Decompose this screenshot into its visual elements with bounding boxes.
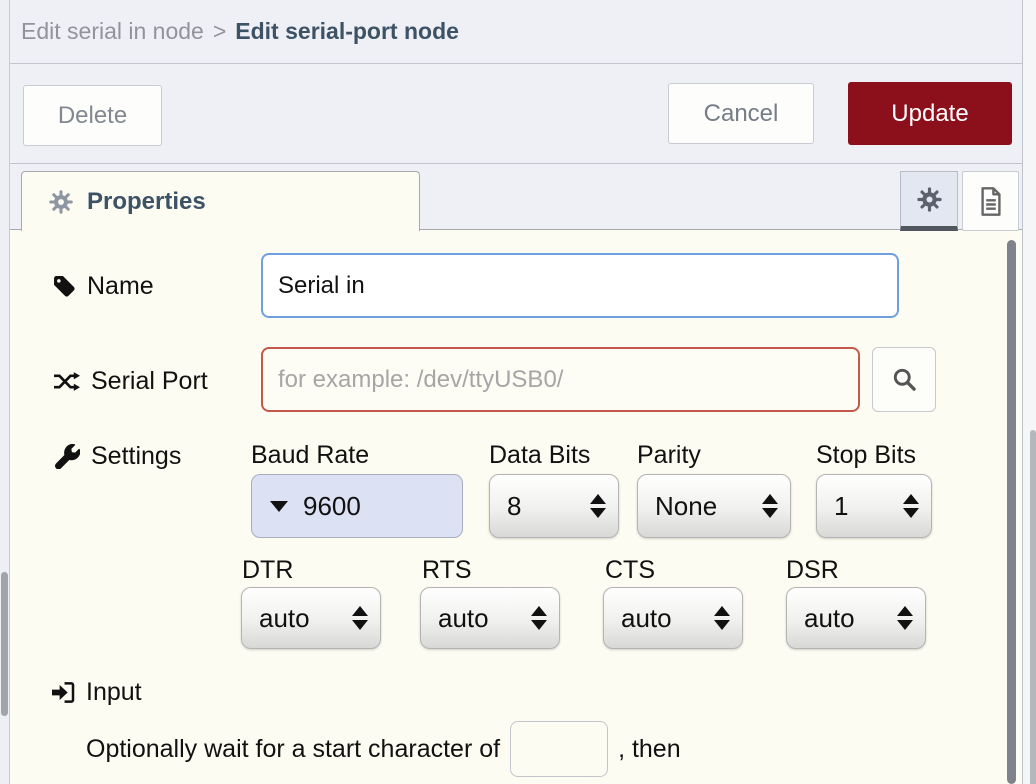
cts-label: CTS bbox=[605, 556, 655, 584]
parity-label: Parity bbox=[637, 441, 701, 469]
start-character-input[interactable] bbox=[510, 721, 609, 777]
dsr-label: DSR bbox=[786, 556, 839, 584]
name-label-text: Name bbox=[87, 272, 154, 300]
update-button[interactable]: Update bbox=[848, 82, 1012, 145]
breadcrumb: Edit serial in node > Edit serial-port n… bbox=[10, 0, 1022, 64]
name-label: Name bbox=[53, 272, 154, 301]
cts-select[interactable]: auto bbox=[603, 587, 743, 649]
rts-value: auto bbox=[438, 602, 489, 633]
tab-bar: Properties bbox=[10, 164, 1022, 231]
start-character-sentence: Optionally wait for a start character of… bbox=[86, 721, 681, 777]
stop-bits-select[interactable]: 1 bbox=[816, 474, 932, 538]
chevron-down-icon bbox=[270, 500, 288, 512]
shuffle-icon bbox=[53, 371, 80, 392]
dialog-scrollbar[interactable] bbox=[1007, 240, 1016, 784]
settings-label-text: Settings bbox=[91, 442, 182, 470]
up-down-arrows-icon bbox=[531, 606, 547, 630]
rts-label: RTS bbox=[422, 556, 472, 584]
data-bits-value: 8 bbox=[507, 490, 522, 521]
dsr-value: auto bbox=[804, 602, 855, 633]
gear-icon bbox=[48, 189, 74, 215]
rts-select[interactable]: auto bbox=[420, 587, 560, 649]
tab-properties[interactable]: Properties bbox=[21, 171, 420, 231]
edit-properties-view-button[interactable] bbox=[900, 171, 958, 231]
baud-rate-select[interactable]: 9600 bbox=[251, 474, 463, 538]
outer-scrollbar[interactable] bbox=[1030, 430, 1036, 784]
tab-properties-label: Properties bbox=[87, 187, 206, 215]
up-down-arrows-icon bbox=[897, 606, 913, 630]
stop-bits-value: 1 bbox=[834, 490, 849, 521]
document-icon bbox=[979, 186, 1003, 216]
baud-rate-value: 9600 bbox=[303, 490, 361, 521]
serial-port-label: Serial Port bbox=[53, 367, 208, 396]
parity-select[interactable]: None bbox=[637, 474, 791, 538]
sentence-after-text: , then bbox=[618, 734, 681, 763]
dtr-select[interactable]: auto bbox=[241, 587, 381, 649]
right-edge-strip bbox=[1022, 0, 1036, 784]
serial-port-label-text: Serial Port bbox=[91, 367, 208, 395]
parity-value: None bbox=[655, 490, 718, 521]
stop-bits-label: Stop Bits bbox=[816, 441, 917, 469]
up-down-arrows-icon bbox=[590, 494, 606, 518]
cancel-button[interactable]: Cancel bbox=[668, 83, 814, 144]
magnifier-icon bbox=[891, 366, 918, 393]
edit-tray: Edit serial in node > Edit serial-port n… bbox=[10, 0, 1022, 784]
baud-rate-label: Baud Rate bbox=[251, 441, 370, 469]
left-edge-strip bbox=[0, 0, 10, 784]
up-down-arrows-icon bbox=[352, 606, 368, 630]
delete-button[interactable]: Delete bbox=[23, 85, 162, 146]
dtr-value: auto bbox=[259, 602, 310, 633]
input-section-label-text: Input bbox=[86, 678, 142, 706]
up-down-arrows-icon bbox=[762, 494, 778, 518]
data-bits-select[interactable]: 8 bbox=[489, 474, 619, 538]
breadcrumb-separator: > bbox=[212, 18, 227, 44]
name-input[interactable] bbox=[261, 253, 899, 318]
dialog-button-bar: Delete Cancel Update bbox=[10, 64, 1022, 164]
sign-in-icon bbox=[52, 682, 75, 703]
input-section-label: Input bbox=[52, 678, 142, 707]
up-down-arrows-icon bbox=[714, 606, 730, 630]
serial-port-search-button[interactable] bbox=[872, 347, 936, 412]
cts-value: auto bbox=[621, 602, 672, 633]
properties-form: Name Serial Port bbox=[10, 230, 1022, 784]
wrench-icon bbox=[55, 444, 80, 469]
data-bits-label: Data Bits bbox=[489, 441, 591, 469]
breadcrumb-parent[interactable]: Edit serial in node bbox=[21, 18, 204, 44]
dtr-label: DTR bbox=[242, 556, 294, 584]
gear-icon bbox=[916, 186, 943, 213]
serial-port-input[interactable] bbox=[261, 347, 860, 412]
tag-icon bbox=[53, 275, 76, 298]
up-down-arrows-icon bbox=[903, 494, 919, 518]
sentence-before-text: Optionally wait for a start character of bbox=[86, 734, 501, 763]
settings-label: Settings bbox=[55, 442, 181, 471]
dsr-select[interactable]: auto bbox=[786, 587, 926, 649]
left-scrollbar[interactable] bbox=[1, 572, 8, 716]
breadcrumb-current: Edit serial-port node bbox=[235, 18, 459, 44]
node-description-view-button[interactable] bbox=[962, 171, 1019, 231]
